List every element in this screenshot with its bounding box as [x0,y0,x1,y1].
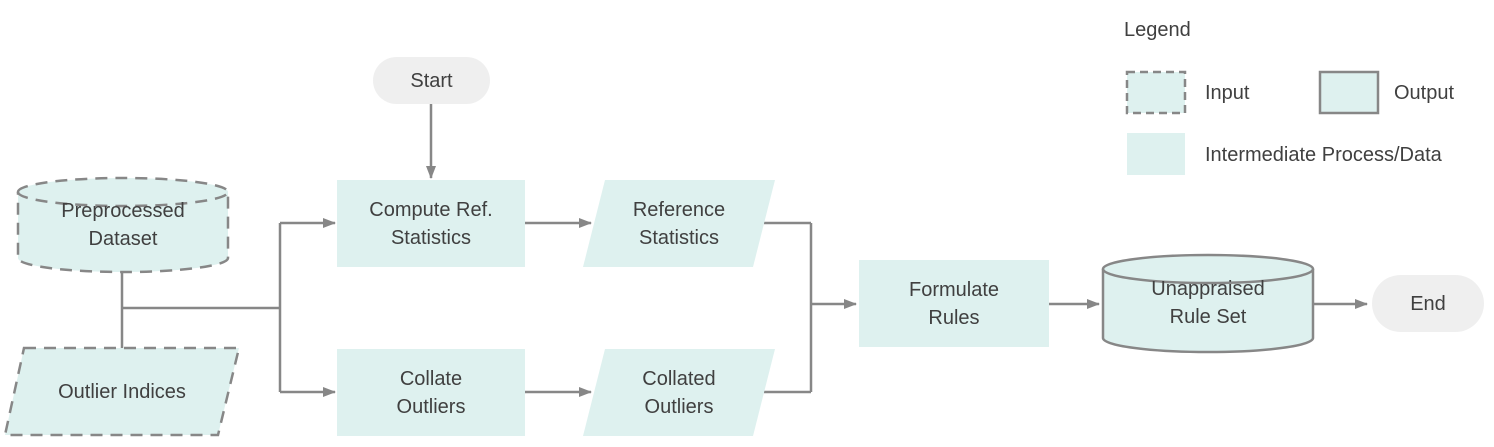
collate-outliers-rect [337,349,525,436]
end-terminal-shape [1372,275,1484,332]
legend-output-swatch [1318,70,1380,115]
legend-intermediate-swatch [1127,133,1185,175]
start-terminal-shape [373,57,490,104]
legend-output-label: Output [1394,82,1455,104]
preprocessed-dataset-cylinder [16,176,230,274]
legend-input-swatch [1125,70,1187,115]
reference-statistics-parallelogram [583,180,775,267]
formulate-rules-rect [859,260,1049,347]
collated-outliers-parallelogram [583,349,775,436]
legend-title: Legend [1124,19,1191,41]
outlier-indices-parallelogram [3,346,241,437]
legend-input-label: Input [1205,82,1250,104]
legend-intermediate-label: Intermediate Process/Data [1205,144,1442,166]
connector-group [120,104,1368,397]
compute-ref-statistics-rect [337,180,525,267]
unappraised-rule-set-cylinder [1101,253,1315,354]
